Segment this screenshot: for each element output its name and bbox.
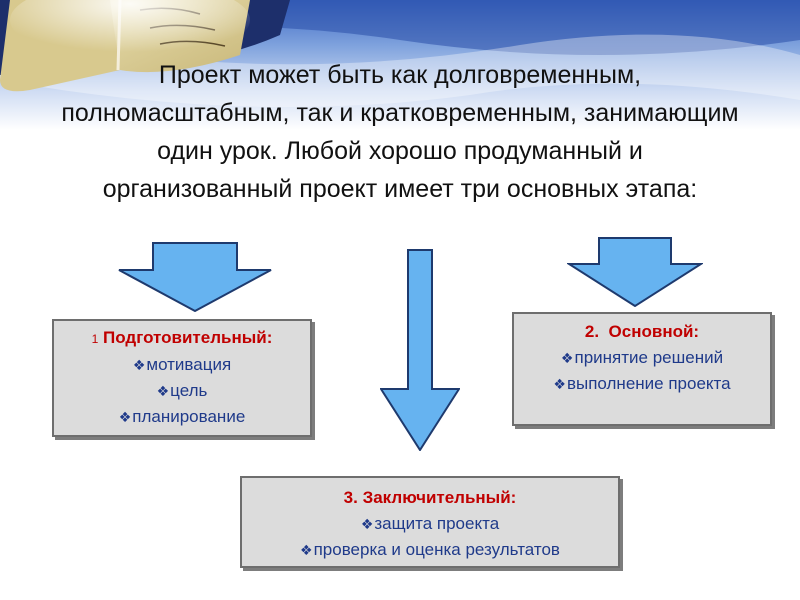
arrow-down-left-icon xyxy=(118,242,272,312)
stage-2-item: принятие решений xyxy=(514,345,770,371)
stage-3-title: 3. Заключительный: xyxy=(242,485,618,511)
stage-3-number: 3. xyxy=(343,488,358,507)
arrow-down-right-icon xyxy=(567,237,703,307)
stage-2-number: 2. xyxy=(584,322,600,341)
stage-2-title-text: Основной: xyxy=(608,322,700,341)
intro-text: Проект может быть как долговременным, по… xyxy=(61,61,739,203)
stage-2-box: 2. Основной: принятие решений выполнение… xyxy=(512,312,772,426)
stage-1-title: 1 Подготовительный: xyxy=(54,325,310,352)
stage-1-item: мотивация xyxy=(54,352,310,378)
stage-1-title-text: Подготовительный: xyxy=(103,328,273,347)
papers-photo-icon xyxy=(0,0,290,92)
stage-1-item: планирование xyxy=(54,404,310,430)
stage-3-item: проверка и оценка результатов xyxy=(242,537,618,563)
stage-3-box: 3. Заключительный: защита проекта провер… xyxy=(240,476,620,568)
arrow-down-center-icon xyxy=(380,249,460,451)
stage-3-item: защита проекта xyxy=(242,511,618,537)
stage-1-number: 1 xyxy=(91,332,99,346)
stage-1-box: 1 Подготовительный: мотивация цель плани… xyxy=(52,319,312,437)
stage-2-item: выполнение проекта xyxy=(514,371,770,397)
stage-3-title-text: Заключительный: xyxy=(362,488,517,507)
stage-1-item: цель xyxy=(54,378,310,404)
stage-2-title: 2. Основной: xyxy=(514,319,770,345)
